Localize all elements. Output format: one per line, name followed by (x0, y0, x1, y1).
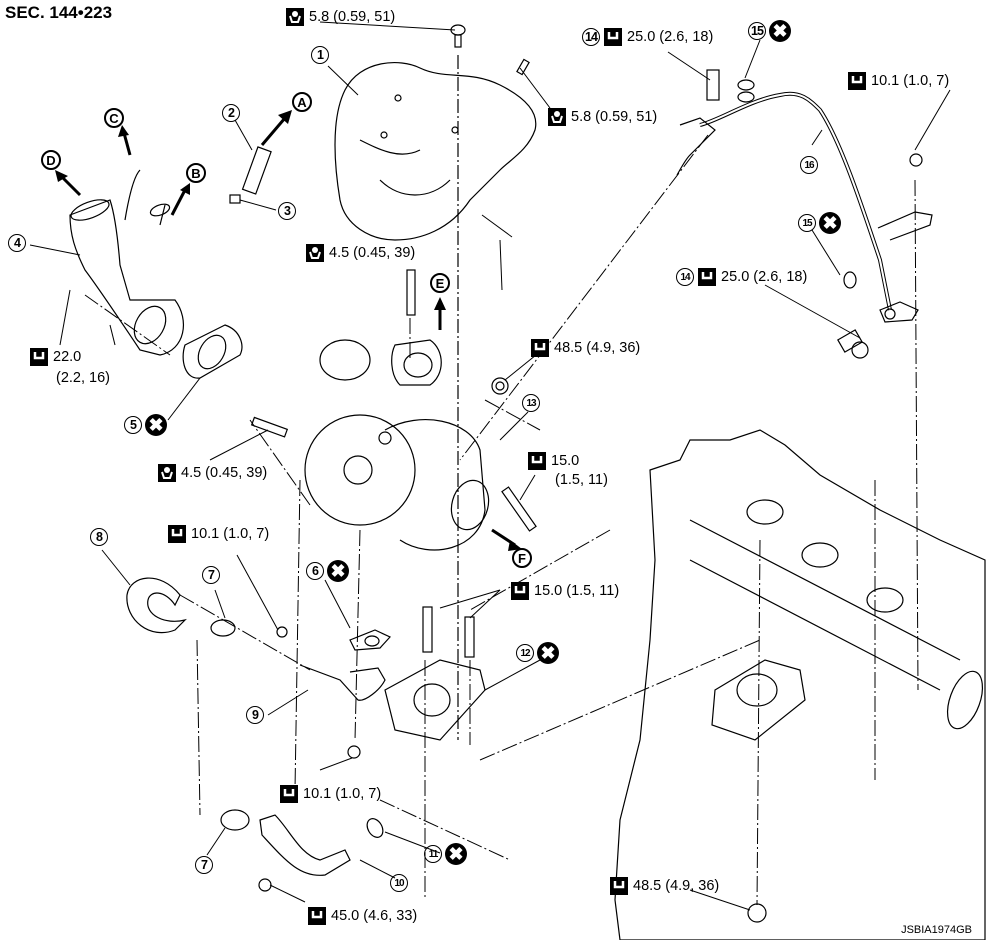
torque-label-nut-48-top: 48.5 (4.9, 36) (531, 339, 640, 357)
torque-label-outlet-nut-line2: (2.2, 16) (56, 370, 110, 386)
flow-letter-a: A (292, 92, 312, 112)
callout-1: 1 (311, 46, 329, 64)
callout-15-mid: 15✖ (798, 212, 841, 234)
wrench-open-icon (604, 28, 623, 46)
callout-number: 14 (582, 28, 600, 46)
callout-3: 3 (278, 202, 296, 220)
wrench-open-icon (280, 785, 298, 803)
callout-6: 6✖ (306, 560, 349, 582)
callout-8: 8 (90, 528, 108, 546)
flow-letter-b: B (186, 163, 206, 183)
flow-letter-e: E (430, 273, 450, 293)
torque-label-oil-banjo-bottom: 14 25.0 (2.6, 18) (676, 268, 807, 286)
hand-tighten-icon (548, 108, 566, 126)
do-not-reuse-x-icon: ✖ (537, 642, 559, 664)
wrench-open-icon (531, 339, 549, 357)
callout-7-bottom: 7 (195, 856, 213, 874)
flow-letter-c: C (104, 108, 124, 128)
bolt-part (516, 58, 530, 76)
cylinder-head-part (614, 429, 986, 940)
torque-label-stud-left: 4.5 (0.45, 39) (158, 464, 267, 482)
callout-2: 2 (222, 104, 240, 122)
wrench-open-icon (511, 582, 529, 600)
callout-15-top: 15✖ (748, 20, 791, 42)
hand-tighten-icon (306, 244, 324, 262)
callout-4: 4 (8, 234, 26, 252)
do-not-reuse-x-icon: ✖ (769, 20, 791, 42)
drawing-code: JSBIA1974GB (901, 924, 972, 936)
callout-5: 5✖ (124, 414, 167, 436)
turbocharger-part (304, 339, 490, 551)
water-outlet-part (69, 199, 184, 356)
torque-label-flange-bolt: 10.1 (1.0, 7) (280, 785, 381, 803)
torque-label-nut-48-bottom: 48.5 (4.9, 36) (610, 877, 719, 895)
callout-16: 16 (800, 156, 818, 174)
hand-tighten-icon (286, 8, 304, 26)
water-pipe-part (259, 814, 351, 876)
torque-label-outlet-nut-line1: 22.0 (30, 348, 81, 366)
wrench-open-icon (848, 72, 866, 90)
wrench-open-icon (698, 268, 717, 286)
torque-label-stud-15-line1: 15.0 (528, 452, 579, 470)
wrench-open-icon (610, 877, 628, 895)
do-not-reuse-x-icon: ✖ (819, 212, 841, 234)
callout-9: 9 (246, 706, 264, 724)
callout-12: 12✖ (516, 642, 559, 664)
do-not-reuse-x-icon: ✖ (145, 414, 167, 436)
do-not-reuse-x-icon: ✖ (445, 843, 467, 865)
flow-letter-d: D (41, 150, 61, 170)
callout-13: 13 (522, 394, 540, 412)
flow-letter-f: F (512, 548, 532, 568)
callout-7-top: 7 (202, 566, 220, 584)
wrench-open-icon (168, 525, 186, 543)
wrench-open-icon (308, 907, 326, 925)
hose-part (126, 577, 187, 634)
gasket-part (182, 324, 243, 379)
callout-10: 10 (390, 874, 408, 892)
hand-tighten-icon (158, 464, 176, 482)
hose-part (241, 146, 272, 195)
torque-label-oil-banjo-top: 14 25.0 (2.6, 18) (582, 28, 713, 46)
torque-label-stud-15-line2: (1.5, 11) (555, 472, 608, 488)
torque-label-oil-pipe-bolt: 10.1 (1.0, 7) (848, 72, 949, 90)
wrench-open-icon (528, 452, 546, 470)
torque-label-studs-15: 15.0 (1.5, 11) (511, 582, 619, 600)
do-not-reuse-x-icon: ✖ (327, 560, 349, 582)
callout-11: 11✖ (424, 843, 467, 865)
torque-label-heat-insulator-right: 5.8 (0.59, 51) (548, 108, 657, 126)
torque-label-bracket-bolt: 45.0 (4.6, 33) (308, 907, 417, 925)
heat-insulator-part (334, 62, 537, 241)
torque-label-heat-insulator-top: 5.8 (0.59, 51) (286, 8, 395, 26)
bolt-part (450, 24, 466, 48)
section-title: SEC. 144•223 (5, 3, 113, 22)
wrench-open-icon (30, 348, 48, 366)
torque-label-stud-top: 4.5 (0.45, 39) (306, 244, 415, 262)
torque-label-pipe-bolt: 10.1 (1.0, 7) (168, 525, 269, 543)
